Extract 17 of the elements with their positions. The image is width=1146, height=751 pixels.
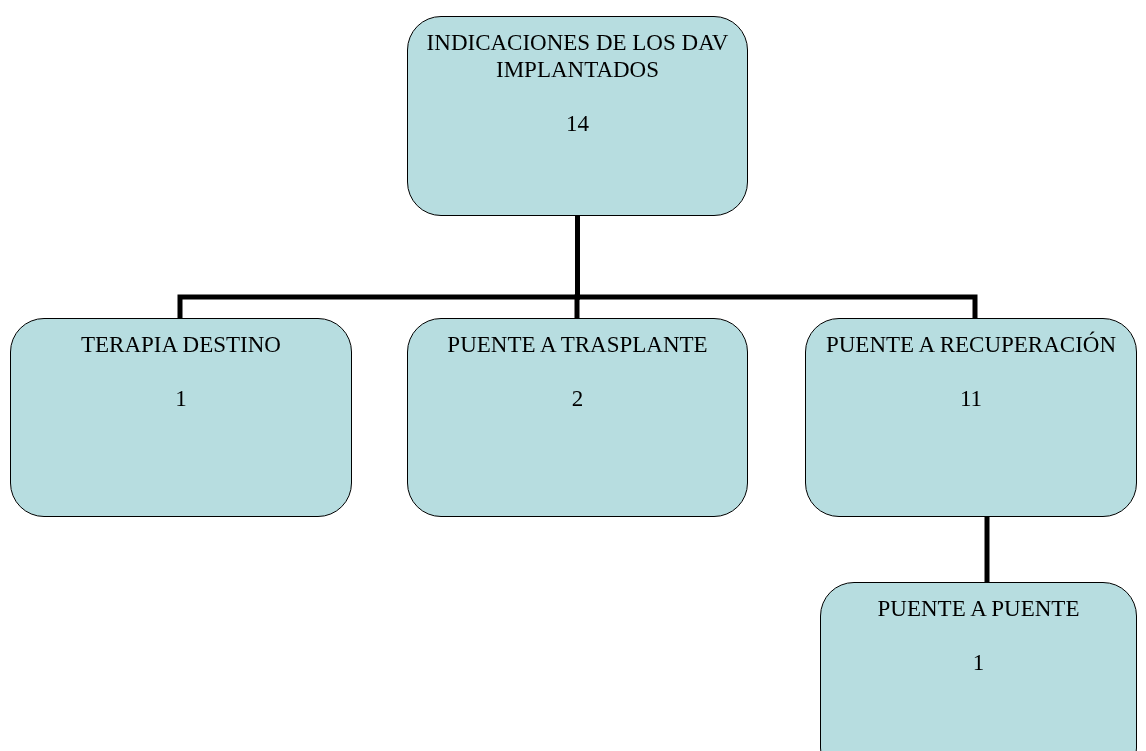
rounded-box bbox=[407, 16, 748, 216]
box-heading: PUENTE A TRASPLANTE bbox=[446, 331, 709, 358]
box-heading: PUENTE A RECUPERACIÓN bbox=[824, 331, 1118, 358]
box-heading: TERAPIA DESTINO bbox=[80, 331, 282, 358]
count-value: 14 bbox=[565, 110, 590, 137]
connector-line bbox=[984, 517, 990, 582]
box-heading: INDICACIONES DE LOS DAV IMPLANTADOS bbox=[425, 29, 730, 83]
rounded-box bbox=[407, 318, 748, 517]
rounded-box bbox=[805, 318, 1137, 517]
count-value: 2 bbox=[570, 385, 585, 412]
count-value: 1 bbox=[174, 385, 188, 412]
count-value: 11 bbox=[958, 385, 984, 412]
rounded-box bbox=[820, 582, 1137, 751]
box-heading: PUENTE A PUENTE bbox=[876, 595, 1081, 622]
count-value: 1 bbox=[971, 649, 986, 676]
connector-line bbox=[575, 216, 978, 318]
rounded-box bbox=[10, 318, 352, 517]
